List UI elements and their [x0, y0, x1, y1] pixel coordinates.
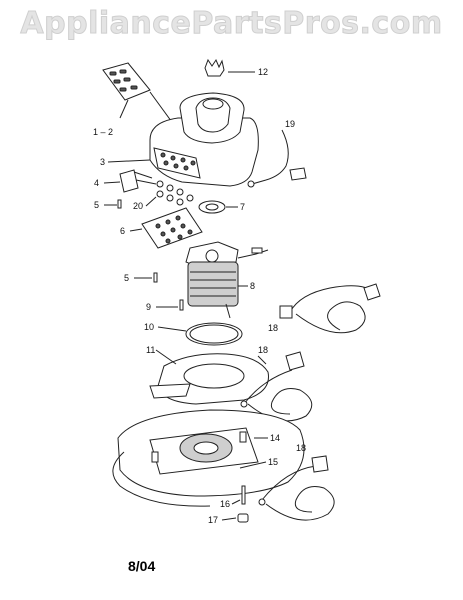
- callout-17: 17: [208, 515, 219, 525]
- circuit-board: [141, 207, 203, 249]
- callout-20: 20: [133, 201, 144, 211]
- callout-12: 12: [258, 67, 269, 77]
- rubber-foot: [237, 513, 249, 523]
- power-cord-lower: [258, 455, 335, 521]
- insulating-plate: [149, 353, 269, 405]
- drive-coupler: [204, 58, 225, 77]
- screw-lower: [153, 272, 158, 283]
- control-panel-overlay: [102, 62, 151, 101]
- callout-6: 6: [120, 226, 126, 236]
- power-cord-upper: [279, 283, 381, 334]
- callout-3: 3: [100, 157, 106, 167]
- cord-clamp-wire: [247, 129, 307, 188]
- callout-9: 9: [146, 302, 152, 312]
- switch-buttons: [156, 180, 194, 206]
- watermark-text: AppliancePartsPros.com: [20, 6, 443, 42]
- callout-11: 11: [146, 345, 156, 355]
- callout-15: 15: [268, 457, 279, 467]
- callout-8: 8: [250, 281, 256, 291]
- motor: [185, 241, 269, 319]
- screw-nine: [179, 299, 184, 311]
- diagram-date: 8/04: [128, 558, 156, 574]
- callout-5-upper: 5: [94, 200, 100, 210]
- coupling-ring: [198, 200, 226, 214]
- foot-screw: [241, 485, 246, 505]
- callout-5-lower: 5: [124, 273, 130, 283]
- callout-7: 7: [240, 202, 246, 212]
- callout-16: 16: [220, 499, 231, 509]
- screw-upper: [117, 199, 122, 209]
- callout-1-2: 1 – 2: [93, 127, 114, 137]
- motor-base: [112, 409, 305, 507]
- callout-4: 4: [94, 178, 100, 188]
- callout-19: 19: [285, 119, 296, 129]
- base-housing: [149, 92, 259, 187]
- callout-18-lower: 18: [296, 443, 307, 453]
- power-cord-middle: [240, 351, 313, 422]
- gasket-ring: [185, 322, 243, 346]
- callout-14: 14: [270, 433, 281, 443]
- callout-18-upper: 18: [268, 323, 279, 333]
- callout-10: 10: [144, 322, 155, 332]
- switch-component: [119, 169, 157, 193]
- callout-18-middle: 18: [258, 345, 269, 355]
